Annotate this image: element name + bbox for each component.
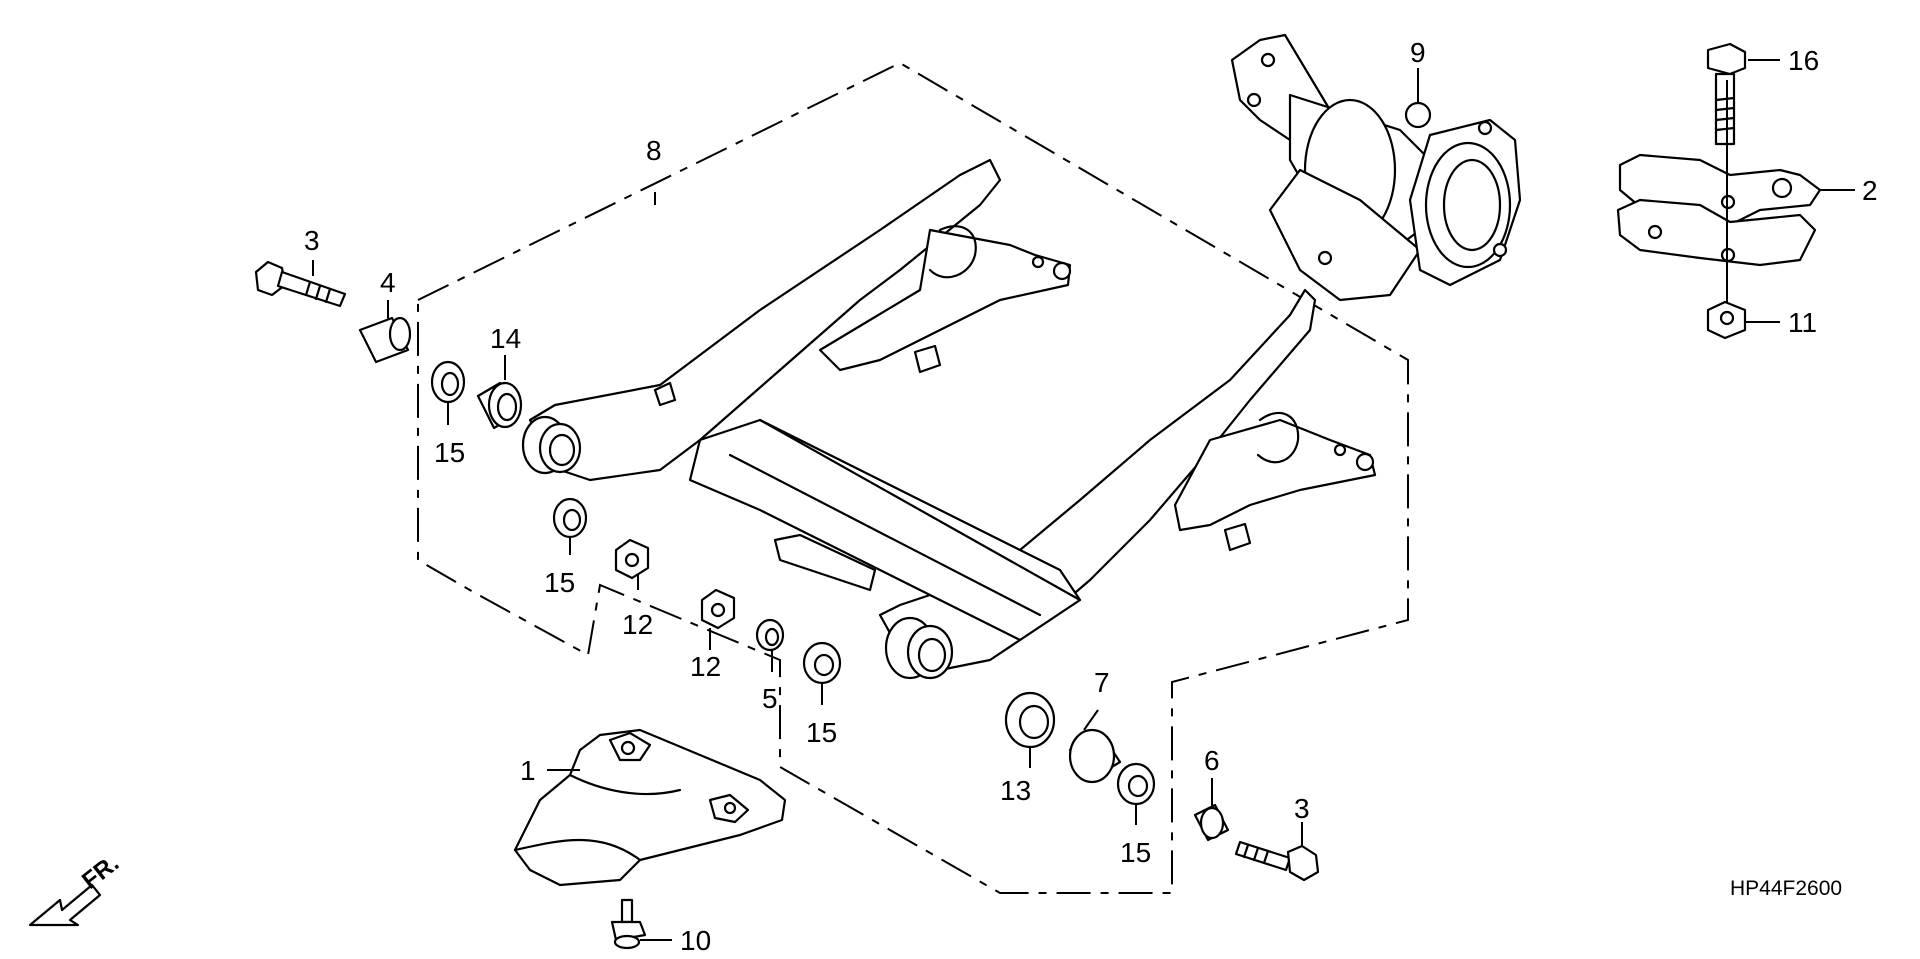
callout-9: 9 [1410, 37, 1426, 68]
part-15-bearing-c [802, 641, 842, 685]
part-16-bolt [1706, 42, 1747, 146]
callout-7: 7 [1094, 667, 1110, 698]
callouts: 8 3 4 14 15 15 12 12 5 15 7 13 15 6 3 9 … [304, 37, 1878, 956]
part-12-nut-a [614, 538, 650, 580]
part-14-needle-bearing [476, 381, 523, 430]
swingarm [521, 158, 1377, 680]
callout-11: 11 [1788, 307, 1817, 338]
part-13-bearing [1004, 691, 1056, 749]
callout-4: 4 [380, 267, 396, 298]
front-label: FR. [77, 850, 124, 895]
callout-3-right: 3 [1294, 793, 1310, 824]
part-7-collar [1068, 728, 1122, 784]
callout-6: 6 [1204, 745, 1220, 776]
part-15-bearing-b [552, 497, 588, 539]
part-6-collar [1193, 803, 1230, 842]
diagram-code: HP44F2600 [1730, 877, 1842, 900]
part-15-bearing-d [1116, 762, 1156, 806]
callout-12-a: 12 [622, 609, 653, 640]
part-3-bolt-left [254, 260, 347, 308]
part-11-nut [1706, 300, 1747, 340]
assembly-outline [417, 61, 1409, 894]
callout-10: 10 [680, 925, 711, 956]
callout-15-d: 15 [1120, 837, 1151, 868]
callout-13: 13 [1000, 775, 1031, 806]
part-10-bolt [610, 898, 647, 950]
part-2-plate [1616, 153, 1822, 267]
callout-8: 8 [646, 135, 662, 166]
callout-15-b: 15 [544, 567, 575, 598]
part-1-guard [513, 728, 787, 887]
part-9-hub [1230, 33, 1522, 302]
callout-16: 16 [1788, 45, 1819, 76]
front-arrow-icon: FR. [28, 850, 124, 927]
part-4-collar [358, 316, 412, 364]
callout-15-c: 15 [806, 717, 837, 748]
part-3-bolt-right [1234, 840, 1320, 882]
part-5-collar [755, 618, 785, 652]
callout-5: 5 [762, 683, 778, 714]
callout-1: 1 [520, 755, 536, 786]
callout-3-left: 3 [304, 225, 320, 256]
callout-12-b: 12 [690, 651, 721, 682]
leader-lines [312, 59, 1855, 941]
part-12-nut-b [700, 588, 736, 630]
callout-15-a: 15 [434, 437, 465, 468]
callout-14: 14 [490, 323, 521, 354]
part-15-bearing-a [430, 360, 466, 404]
callout-2: 2 [1862, 175, 1878, 206]
